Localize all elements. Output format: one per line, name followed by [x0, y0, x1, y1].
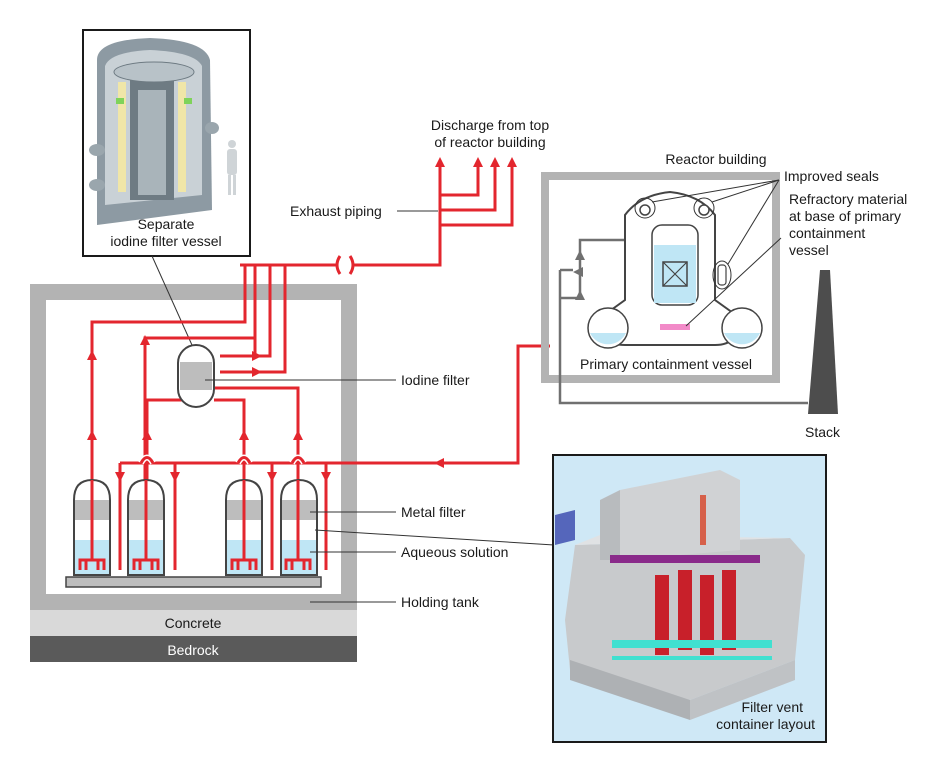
stack-label: Stack — [805, 424, 841, 440]
refractory-label-1: Refractory material — [789, 191, 907, 207]
primary-containment-vessel: Primary containment vessel — [580, 190, 763, 372]
concrete-layer — [30, 610, 357, 636]
container-layout-inset: Filter vent container layout — [552, 454, 827, 743]
exhaust-piping-label: Exhaust piping — [290, 203, 382, 219]
primary-containment-label: Primary containment vessel — [580, 356, 752, 372]
discharge-label-2: of reactor building — [434, 134, 545, 150]
layout-label-2: container layout — [716, 716, 815, 732]
iodine-vessel-inset: Separate iodine filter vessel — [82, 29, 251, 257]
exhaust-piping-network — [87, 157, 550, 570]
metal-filter-label: Metal filter — [401, 504, 466, 520]
refractory-label-2: at base of primary — [789, 208, 901, 224]
separate-vessel-label-2: iodine filter vessel — [110, 233, 221, 249]
iodine-filter-label: Iodine filter — [401, 372, 470, 388]
refractory-label-4: vessel — [789, 242, 829, 258]
tank-base-platform — [65, 576, 322, 588]
filter-tanks — [65, 478, 322, 588]
discharge-label-1: Discharge from top — [431, 117, 549, 133]
reactor-building-label: Reactor building — [665, 151, 766, 167]
iodine-filter — [177, 344, 215, 408]
stack — [808, 270, 838, 414]
layout-label-1: Filter vent — [742, 699, 804, 715]
aqueous-solution-label: Aqueous solution — [401, 544, 508, 560]
layout-leader — [314, 529, 555, 546]
reactor-building: Reactor building — [541, 151, 780, 383]
bedrock-label: Bedrock — [167, 642, 219, 658]
separate-vessel-label-1: Separate — [138, 216, 195, 232]
improved-seals-label: Improved seals — [784, 168, 879, 184]
holding-tank-label: Holding tank — [401, 594, 480, 610]
stack-line — [558, 362, 808, 405]
concrete-label: Concrete — [165, 615, 222, 631]
refractory-label-3: containment — [789, 225, 865, 241]
bedrock-layer — [30, 636, 357, 662]
